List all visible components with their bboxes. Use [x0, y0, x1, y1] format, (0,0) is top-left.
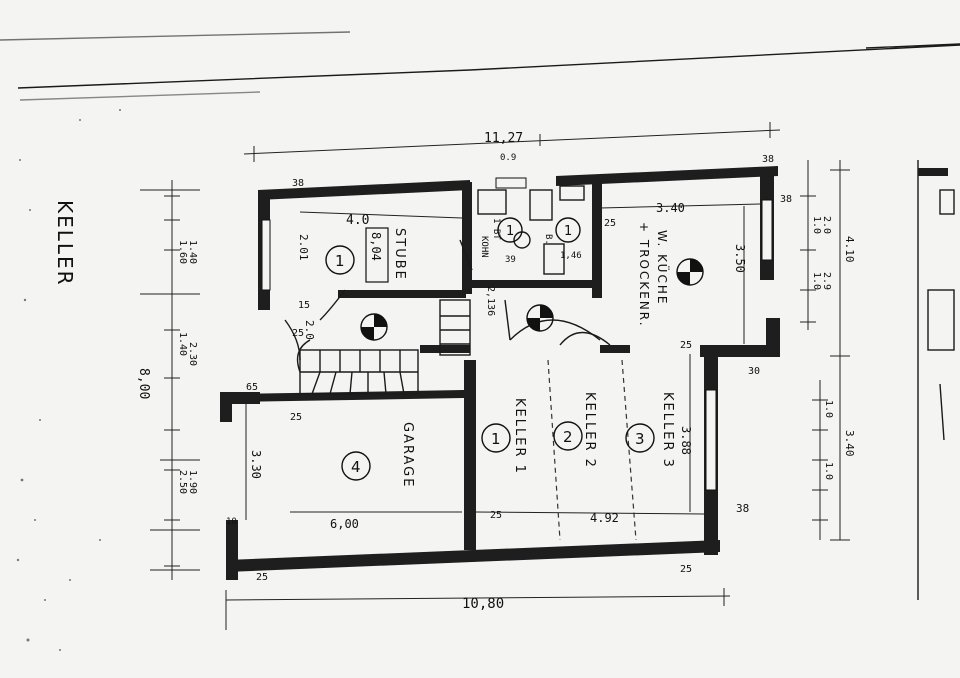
dim-stube-depth: 2.01	[297, 234, 310, 261]
dim-garage-depth: 3.30	[249, 450, 263, 479]
kohn-label: KOHN	[479, 236, 489, 258]
keller3-number: 3	[635, 430, 647, 448]
stube-area-value: 8,04	[369, 232, 383, 261]
stube-number: 1	[335, 252, 347, 270]
dim-wall-38d: 38	[736, 502, 749, 515]
paper-edge-lines	[0, 31, 960, 101]
dim-right-e: 1.0	[823, 400, 834, 418]
light-symbol-stube	[360, 313, 388, 341]
bath-fixtures	[477, 185, 585, 275]
interior-walls	[229, 178, 630, 550]
dim-wall-25g: 25	[292, 328, 304, 339]
dim-wall-10: 10	[226, 517, 237, 527]
keller2-label: KELLER 2	[582, 392, 597, 469]
dimension-lines	[140, 122, 850, 630]
bath2-number: 1	[564, 224, 574, 239]
light-symbol-kitchen	[676, 258, 704, 286]
dim-wall-25d: 25	[680, 564, 692, 575]
dim-wall-38b: 38	[762, 154, 774, 165]
dim-right-total: 4.10	[843, 236, 856, 263]
dim-stube-width: 4.0	[346, 213, 369, 228]
light-symbol-hall	[526, 304, 554, 332]
dim-left-f: 1.90	[187, 470, 198, 494]
dimension-texts: 11,27 0.9 10,80 8,00 4.0 2.01 2.0 3.40 3…	[136, 131, 856, 612]
dim-keller-width: 4.92	[590, 511, 619, 525]
dim-right-c: 1.0	[811, 272, 822, 290]
trockenraum-label: + TROCKENR.	[637, 222, 651, 328]
dim-top-segment: 11,27	[484, 131, 523, 146]
dim-right-b: 2.0	[821, 216, 832, 234]
dim-left-a: 1.60	[177, 240, 188, 264]
dim-wall-25f: 25	[680, 340, 692, 351]
keller2-number: 2	[563, 428, 575, 446]
plan-title: KELLER	[53, 200, 77, 287]
dim-keller-depth: 3.88	[679, 426, 693, 455]
dim-wall-65: 65	[246, 382, 258, 393]
dim-left-b: 1.40	[187, 240, 198, 264]
room-labels: STUBE 8,04 KOHN 1 BT B. W. KÜCHE + TROCK…	[365, 218, 675, 488]
keller3-label: KELLER 3	[660, 392, 675, 469]
wkueche-label: W. KÜCHE	[655, 230, 671, 305]
dim-right-f: 1.0	[823, 462, 834, 480]
keller-partitions	[547, 359, 637, 541]
dim-right-a: 1.0	[811, 216, 822, 234]
dim-stube-lower: 2.0	[303, 320, 316, 340]
stube-label: STUBE	[392, 228, 407, 281]
dim-left-c: 1.40	[177, 332, 188, 356]
keller1-label: KELLER 1	[512, 398, 527, 475]
dim-right-d: 2.9	[821, 272, 832, 290]
dim-wall-15: 15	[298, 300, 310, 311]
garage-number: 4	[351, 458, 363, 476]
dim-top-small: 0.9	[500, 153, 516, 163]
dim-wall-30: 30	[748, 366, 760, 377]
dim-bath: 1,46	[560, 251, 582, 261]
windows	[261, 177, 773, 491]
garage-label: GARAGE	[400, 422, 415, 488]
dim-garage-width: 6,00	[330, 517, 359, 531]
bad-number: 1	[506, 224, 516, 239]
bath-b-label: B.	[543, 234, 553, 245]
dim-hall: 2,136	[485, 286, 496, 316]
dim-wall-38a: 38	[292, 178, 304, 189]
dim-wall-25c: 25	[290, 412, 302, 423]
dim-total-depth: 8,00	[136, 368, 151, 399]
adjacent-plan-fragment	[917, 160, 955, 600]
ceiling-light-symbols	[360, 258, 704, 341]
bath-label: 1 BT	[491, 218, 501, 240]
dim-bath2: 39	[505, 255, 516, 265]
dim-total-width: 10,80	[462, 596, 504, 612]
dim-wall-25b: 25	[490, 510, 502, 521]
room-numbers: 1 1 1 1 2 3 4	[325, 217, 655, 481]
staircase	[296, 299, 471, 395]
dim-left-e: 2.50	[177, 470, 188, 494]
keller1-number: 1	[491, 430, 503, 448]
dim-kitchen-depth: 3.50	[733, 244, 747, 273]
dim-left-d: 2.30	[187, 342, 198, 366]
dim-wall-25a: 25	[604, 218, 616, 229]
dim-kitchen-width: 3.40	[656, 201, 685, 215]
dim-wall-25e: 25	[256, 572, 268, 583]
dim-right-lower: 3.40	[843, 430, 856, 457]
dim-wall-38c: 38	[780, 194, 792, 205]
scan-speckles	[16, 109, 121, 651]
